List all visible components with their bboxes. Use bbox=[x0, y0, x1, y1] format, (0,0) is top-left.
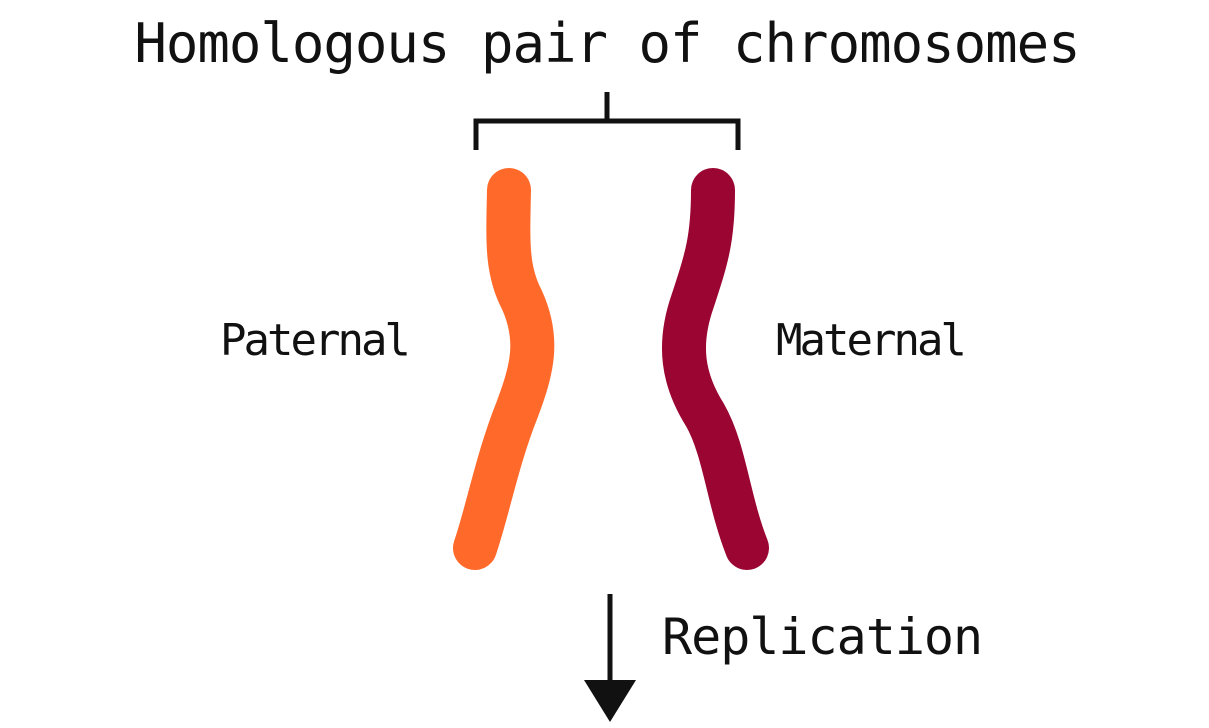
maternal-chromosome bbox=[684, 190, 747, 548]
paternal-label: Paternal bbox=[220, 315, 408, 366]
pair-bracket bbox=[476, 92, 738, 150]
diagram-title: Homologous pair of chromosomes bbox=[134, 12, 1079, 75]
maternal-label: Maternal bbox=[776, 315, 964, 366]
replication-label: Replication bbox=[662, 608, 982, 666]
replication-arrow-head bbox=[584, 680, 636, 722]
paternal-chromosome bbox=[475, 190, 532, 548]
